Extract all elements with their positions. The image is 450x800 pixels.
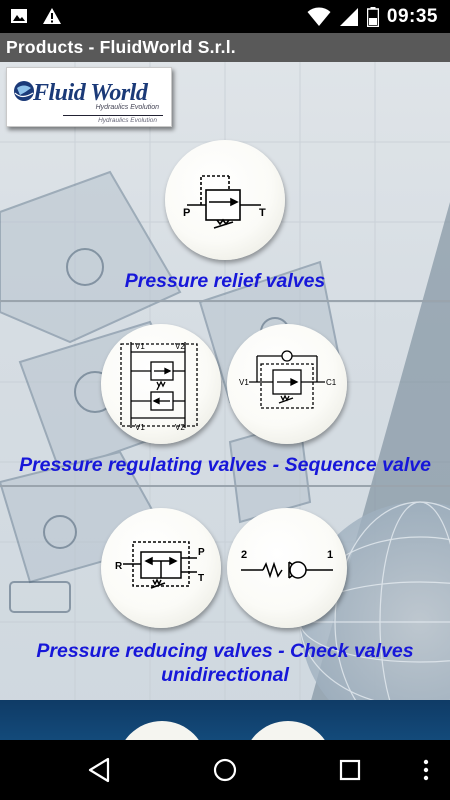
status-bar: 09:35 <box>0 0 450 33</box>
products-list[interactable]: Fluid World Hydraulics Evolution Hydraul… <box>0 62 450 740</box>
port-label-v2-bottom: V2 <box>175 423 185 432</box>
fluidworld-logo: Fluid World Hydraulics Evolution Hydraul… <box>6 67 172 127</box>
pressure-reducing-valve-icon: R P T <box>115 541 205 589</box>
status-clock: 09:35 <box>386 6 438 27</box>
signal-icon <box>339 8 358 26</box>
port-label-p: P <box>183 207 190 219</box>
port-label-2: 2 <box>241 549 247 561</box>
page-title: Products - FluidWorld S.r.l. <box>6 37 236 57</box>
port-label-1: 1 <box>327 549 333 561</box>
check-valve-icon: 2 1 <box>241 549 333 579</box>
port-label-v2-top: V2 <box>175 342 185 351</box>
home-icon[interactable] <box>209 754 241 786</box>
section-divider <box>0 485 450 487</box>
port-label-p: P <box>198 547 205 558</box>
port-label-t: T <box>259 207 266 219</box>
logo-tagline: Hydraulics Evolution <box>95 104 159 111</box>
next-section-band <box>0 700 450 740</box>
port-label-r: R <box>115 561 123 572</box>
sequence-valve-button[interactable]: V1 C1 <box>227 324 347 444</box>
image-icon <box>11 9 27 23</box>
port-label-v1-top: V1 <box>135 342 145 351</box>
recents-icon[interactable] <box>334 754 366 786</box>
section-divider <box>0 300 450 302</box>
section-title-pressure-relief[interactable]: Pressure relief valves <box>124 270 326 292</box>
dual-pressure-regulating-valve-icon: V1 V2 V1 V2 <box>120 342 198 432</box>
port-label-t: T <box>198 573 204 584</box>
wifi-icon <box>307 7 331 26</box>
section-title-pressure-reducing[interactable]: Pressure reducing valves - Check valves … <box>36 640 414 686</box>
pressure-regulating-valve-button[interactable]: V1 V2 V1 V2 <box>101 324 221 444</box>
section-title-pressure-regulating[interactable]: Pressure regulating valves - Sequence va… <box>19 454 431 476</box>
port-label-v1: V1 <box>239 378 249 387</box>
port-label-v1-bottom: V1 <box>135 423 145 432</box>
app-title-bar: Products - FluidWorld S.r.l. <box>0 33 450 62</box>
system-nav-bar <box>0 740 450 800</box>
port-label-c1: C1 <box>326 378 337 387</box>
warning-icon <box>43 8 61 24</box>
overflow-menu-icon[interactable] <box>410 754 442 786</box>
pressure-relief-valve-button[interactable]: P T <box>165 140 285 260</box>
pressure-reducing-valve-button[interactable]: R P T <box>101 508 221 628</box>
check-valve-button[interactable]: 2 1 <box>227 508 347 628</box>
back-icon[interactable] <box>84 754 116 786</box>
logo-brand-text: Fluid World <box>33 80 148 106</box>
logo-divider <box>63 115 163 116</box>
globe-logo-icon <box>14 81 34 101</box>
logo-tagline-secondary: Hydraulics Evolution <box>98 117 157 124</box>
sequence-valve-icon: V1 C1 <box>239 350 337 409</box>
pressure-relief-valve-icon: P T <box>183 175 266 229</box>
battery-icon <box>366 7 379 27</box>
